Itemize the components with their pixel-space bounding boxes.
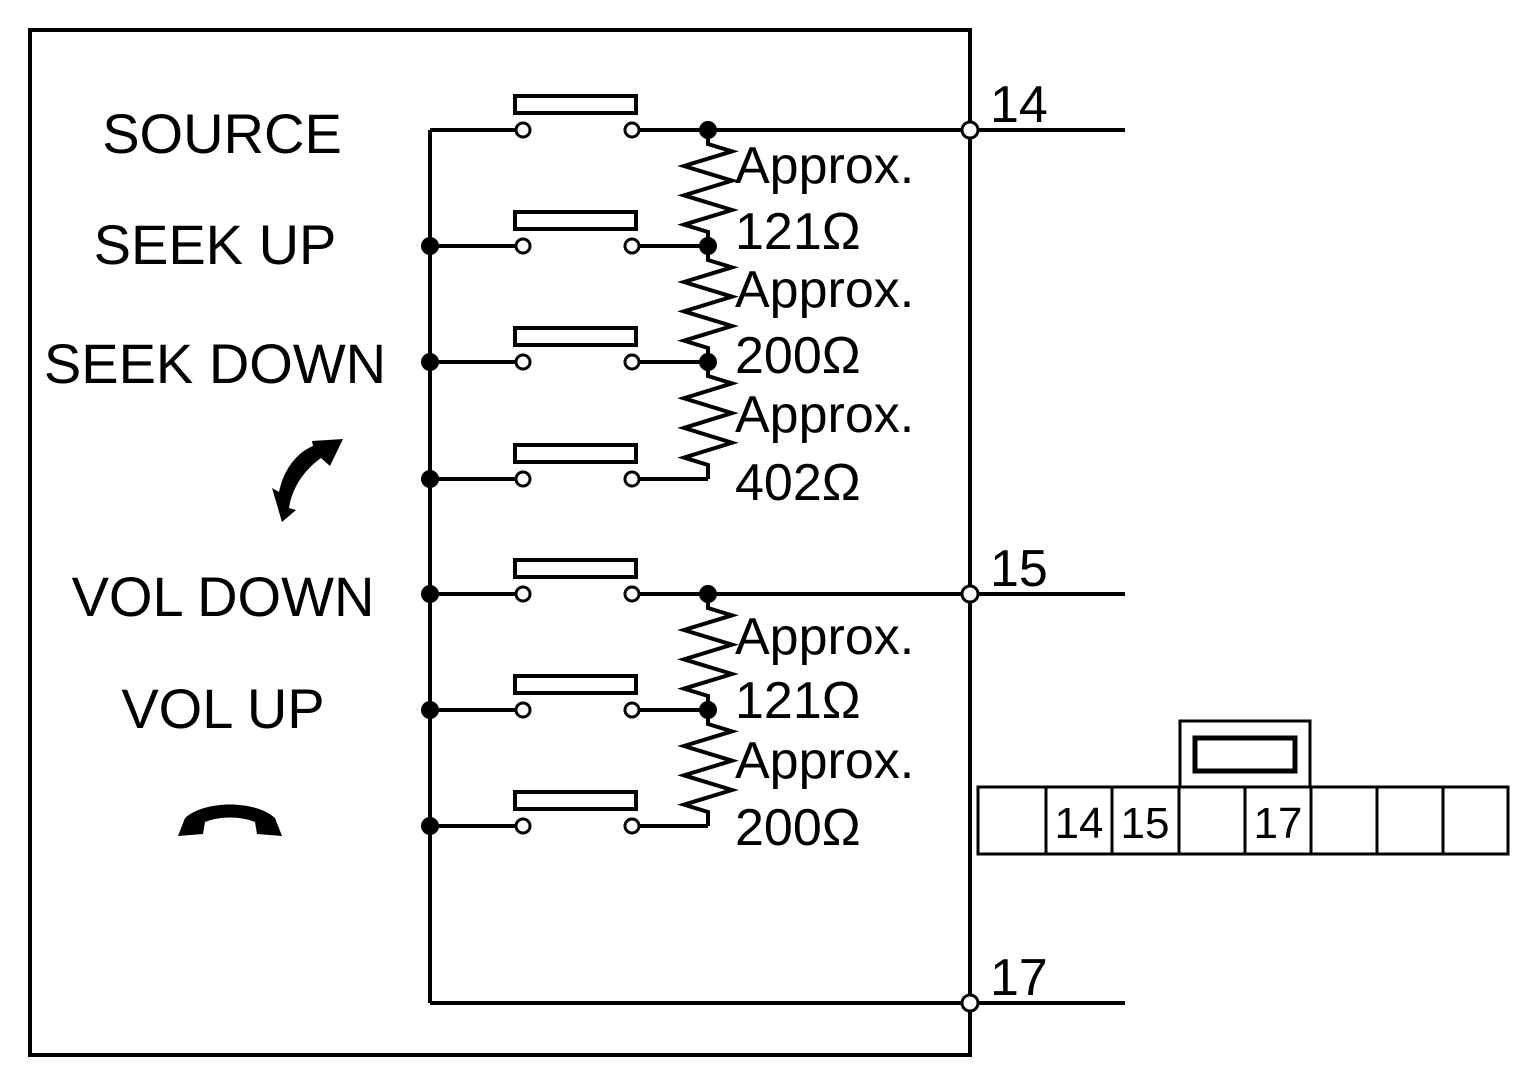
terminal-14: 14 bbox=[960, 76, 1125, 140]
terminal-15-label: 15 bbox=[990, 540, 1048, 598]
switch-label-seek-up: SEEK UP bbox=[94, 213, 337, 276]
phone-pickup-icon bbox=[272, 439, 343, 522]
connector-pin-14: 14 bbox=[1055, 799, 1104, 848]
resistor-1-value: 121Ω bbox=[735, 203, 861, 261]
resistor-2-approx: Approx. bbox=[735, 261, 914, 319]
switch-3 bbox=[421, 326, 708, 371]
resistor-3-value: 402Ω bbox=[735, 454, 861, 512]
terminal-14-label: 14 bbox=[990, 76, 1048, 134]
junction-dot bbox=[699, 237, 717, 255]
switch-housing bbox=[28, 28, 972, 1057]
resistor-1-approx: Approx. bbox=[735, 137, 914, 195]
junction-dot bbox=[699, 121, 717, 139]
resistor-3-approx: Approx. bbox=[735, 386, 914, 444]
phone-hangup-icon bbox=[178, 804, 282, 836]
switch-1 bbox=[430, 94, 708, 139]
resistor-group bbox=[677, 121, 739, 826]
terminal-17: 17 bbox=[960, 949, 1125, 1013]
connector-pin-17: 17 bbox=[1254, 799, 1303, 848]
resistor-4-approx: Approx. bbox=[735, 608, 914, 666]
switch-group bbox=[421, 94, 962, 835]
switch-label-seek-down: SEEK DOWN bbox=[44, 332, 386, 395]
switch-4 bbox=[421, 443, 708, 488]
resistor-4 bbox=[677, 594, 739, 710]
resistor-4-value: 121Ω bbox=[735, 672, 861, 730]
switch-5 bbox=[421, 558, 708, 603]
terminal-15: 15 bbox=[960, 540, 1125, 604]
switch-7 bbox=[421, 790, 708, 835]
resistor-2 bbox=[677, 246, 739, 362]
resistor-1 bbox=[677, 130, 739, 246]
resistor-2-value: 200Ω bbox=[735, 327, 861, 385]
switch-label-vol-down: VOL DOWN bbox=[72, 565, 375, 628]
resistor-5 bbox=[677, 710, 739, 826]
switch-6 bbox=[421, 674, 708, 719]
switch-label-source: SOURCE bbox=[102, 102, 342, 165]
junction-dot bbox=[699, 701, 717, 719]
resistor-5-value: 200Ω bbox=[735, 799, 861, 857]
resistor-5-approx: Approx. bbox=[735, 732, 914, 790]
connector-body bbox=[976, 785, 1510, 856]
junction-dot bbox=[699, 585, 717, 603]
connector-pin-15: 15 bbox=[1121, 799, 1170, 848]
switch-2 bbox=[421, 210, 708, 255]
resistor-3 bbox=[677, 362, 739, 479]
connector-face: 14 15 17 bbox=[976, 719, 1510, 856]
connector-lock-window bbox=[1192, 735, 1298, 774]
terminal-17-label: 17 bbox=[990, 949, 1048, 1007]
junction-dot bbox=[699, 353, 717, 371]
switch-label-vol-up: VOL UP bbox=[121, 677, 324, 740]
